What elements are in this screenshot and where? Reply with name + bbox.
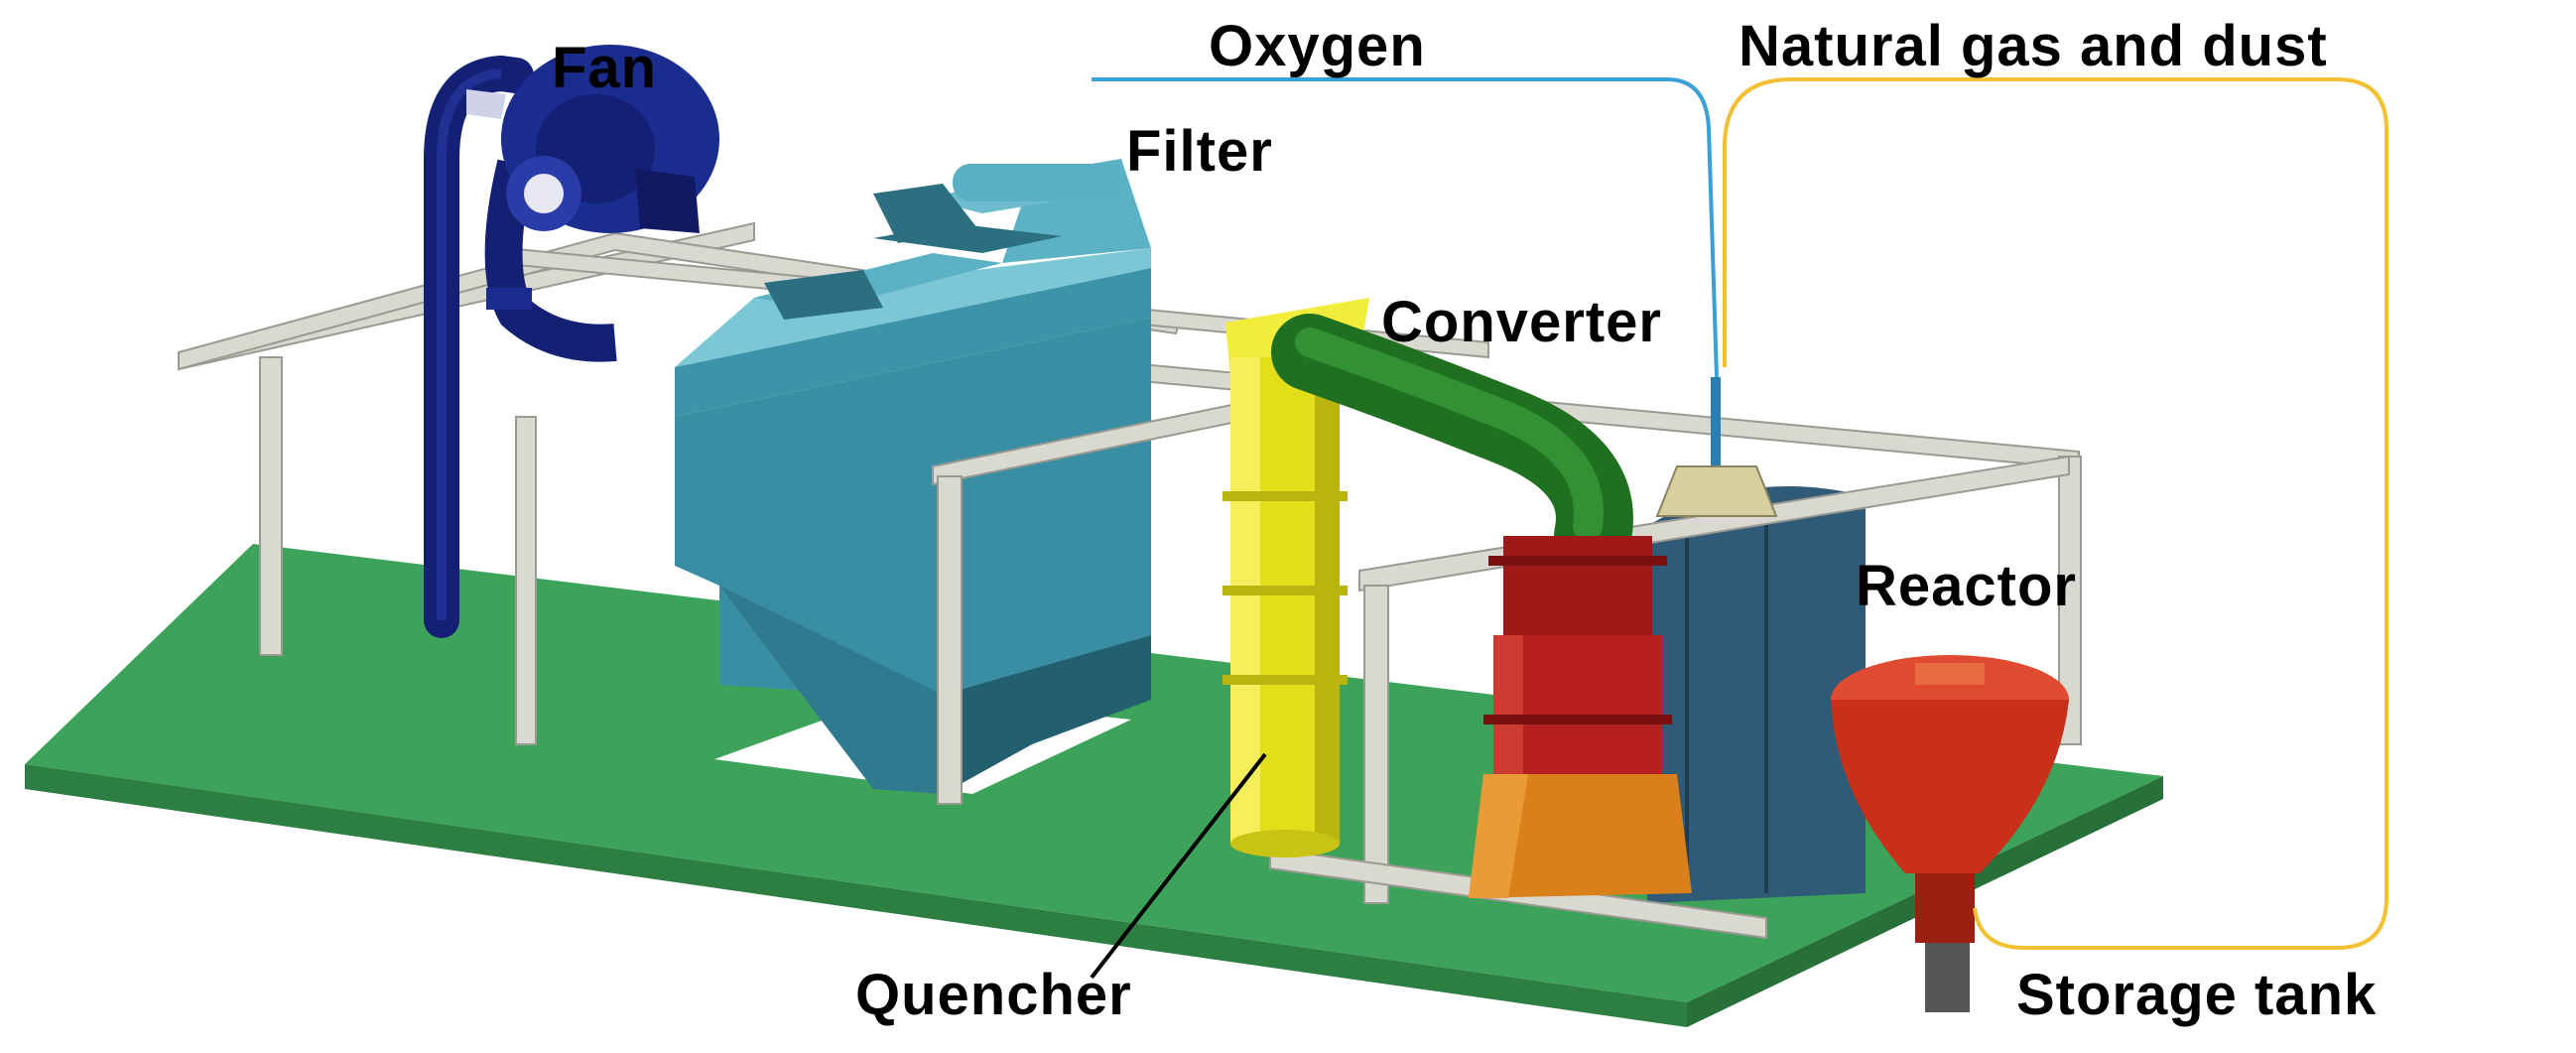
oxygen-label: Oxygen [1209, 14, 1426, 78]
filter-label: Filter [1126, 119, 1273, 184]
fan-assembly [424, 45, 719, 638]
converter-pipe [1271, 314, 1633, 575]
natural-gas-dust-label: Natural gas and dust [1739, 14, 2328, 78]
reactor-label: Reactor [1856, 554, 2077, 618]
burner-assembly [1655, 377, 1778, 517]
reactor-vessel [1647, 486, 1866, 903]
filter-unit [675, 159, 1151, 794]
storage-tank-label: Storage tank [2016, 963, 2378, 1027]
natural-gas-dust-line [1723, 77, 2388, 950]
oxygen-line [1092, 77, 1719, 378]
storage-tank [1831, 655, 2069, 1012]
reactor-column [1469, 536, 1692, 898]
quencher-label: Quencher [855, 963, 1132, 1027]
quencher-leader-line [1090, 752, 1267, 980]
converter-label: Converter [1381, 290, 1662, 354]
fan-label: Fan [552, 36, 658, 100]
